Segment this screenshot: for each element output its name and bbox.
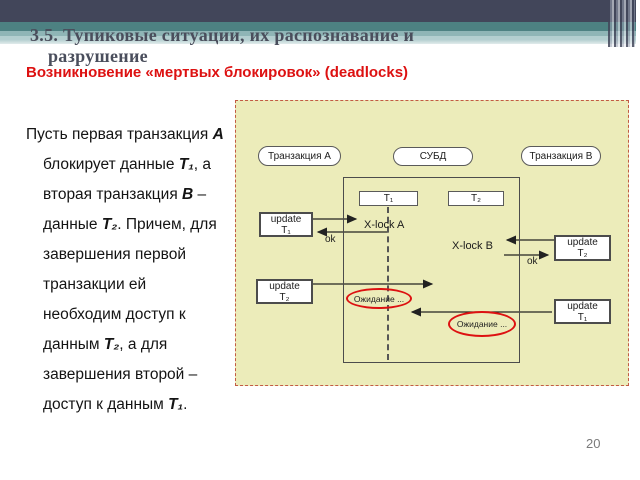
body-text: блокирует данные: [43, 156, 175, 173]
slide-subtitle: Возникновение «мертвых блокировок» (dead…: [26, 64, 409, 81]
label-ok-b: ok: [527, 256, 538, 267]
op-update-t1-by-b: update T₁: [554, 299, 611, 324]
body-text: . Причем, для завершения первой транзакц…: [43, 216, 217, 353]
op-update-t2-by-b: update T₂: [554, 235, 611, 261]
emphasized-term: Т₁: [168, 396, 184, 413]
actor-dbms: СУБД: [393, 147, 473, 166]
op-update-t1-by-a: update T₁: [259, 212, 313, 237]
top-bar-decoration: [0, 0, 636, 22]
body-text: Пусть первая транзакция: [26, 126, 213, 143]
label-ok-a: ok: [325, 234, 336, 245]
corner-stripes-decoration: [608, 0, 635, 47]
body-paragraph: Пусть первая транзакция А блокирует данн…: [26, 120, 255, 420]
body-text: .: [183, 396, 188, 413]
table-t1-box: T₁: [359, 191, 418, 206]
label-xlock-b: X-lock B: [452, 240, 493, 252]
emphasized-term: В: [182, 186, 194, 203]
wait-ellipse-a: Ожидание ...: [346, 288, 412, 309]
t1-lifeline-dashed: [387, 207, 389, 360]
body-text: , а вторая транзакция: [43, 156, 212, 203]
emphasized-term: Т₁: [178, 156, 194, 173]
actor-transaction-a: Транзакция А: [258, 146, 341, 166]
emphasized-term: Т₂: [103, 336, 120, 353]
table-t2-box: T₂: [448, 191, 504, 206]
wait-ellipse-b: Ожидание ...: [448, 311, 516, 337]
body-text: – данные: [43, 186, 207, 233]
label-xlock-a: X-lock A: [364, 219, 405, 231]
page-title: 3.5. Тупиковые ситуации, их распознавани…: [30, 25, 415, 66]
emphasized-term: Т₂: [101, 216, 118, 233]
diagram-panel: Транзакция А СУБД Транзакция В T₁ T₂ upd…: [235, 100, 629, 386]
page-number: 20: [586, 436, 601, 451]
op-update-t2-by-a: update T₂: [256, 279, 313, 304]
teal-band-decoration: [0, 22, 636, 44]
dbms-boundary-box: [343, 177, 520, 363]
body-text: , а для завершения второй – доступ к дан…: [43, 336, 198, 413]
actor-transaction-b: Транзакция В: [521, 146, 601, 166]
emphasized-term: А: [212, 126, 224, 143]
